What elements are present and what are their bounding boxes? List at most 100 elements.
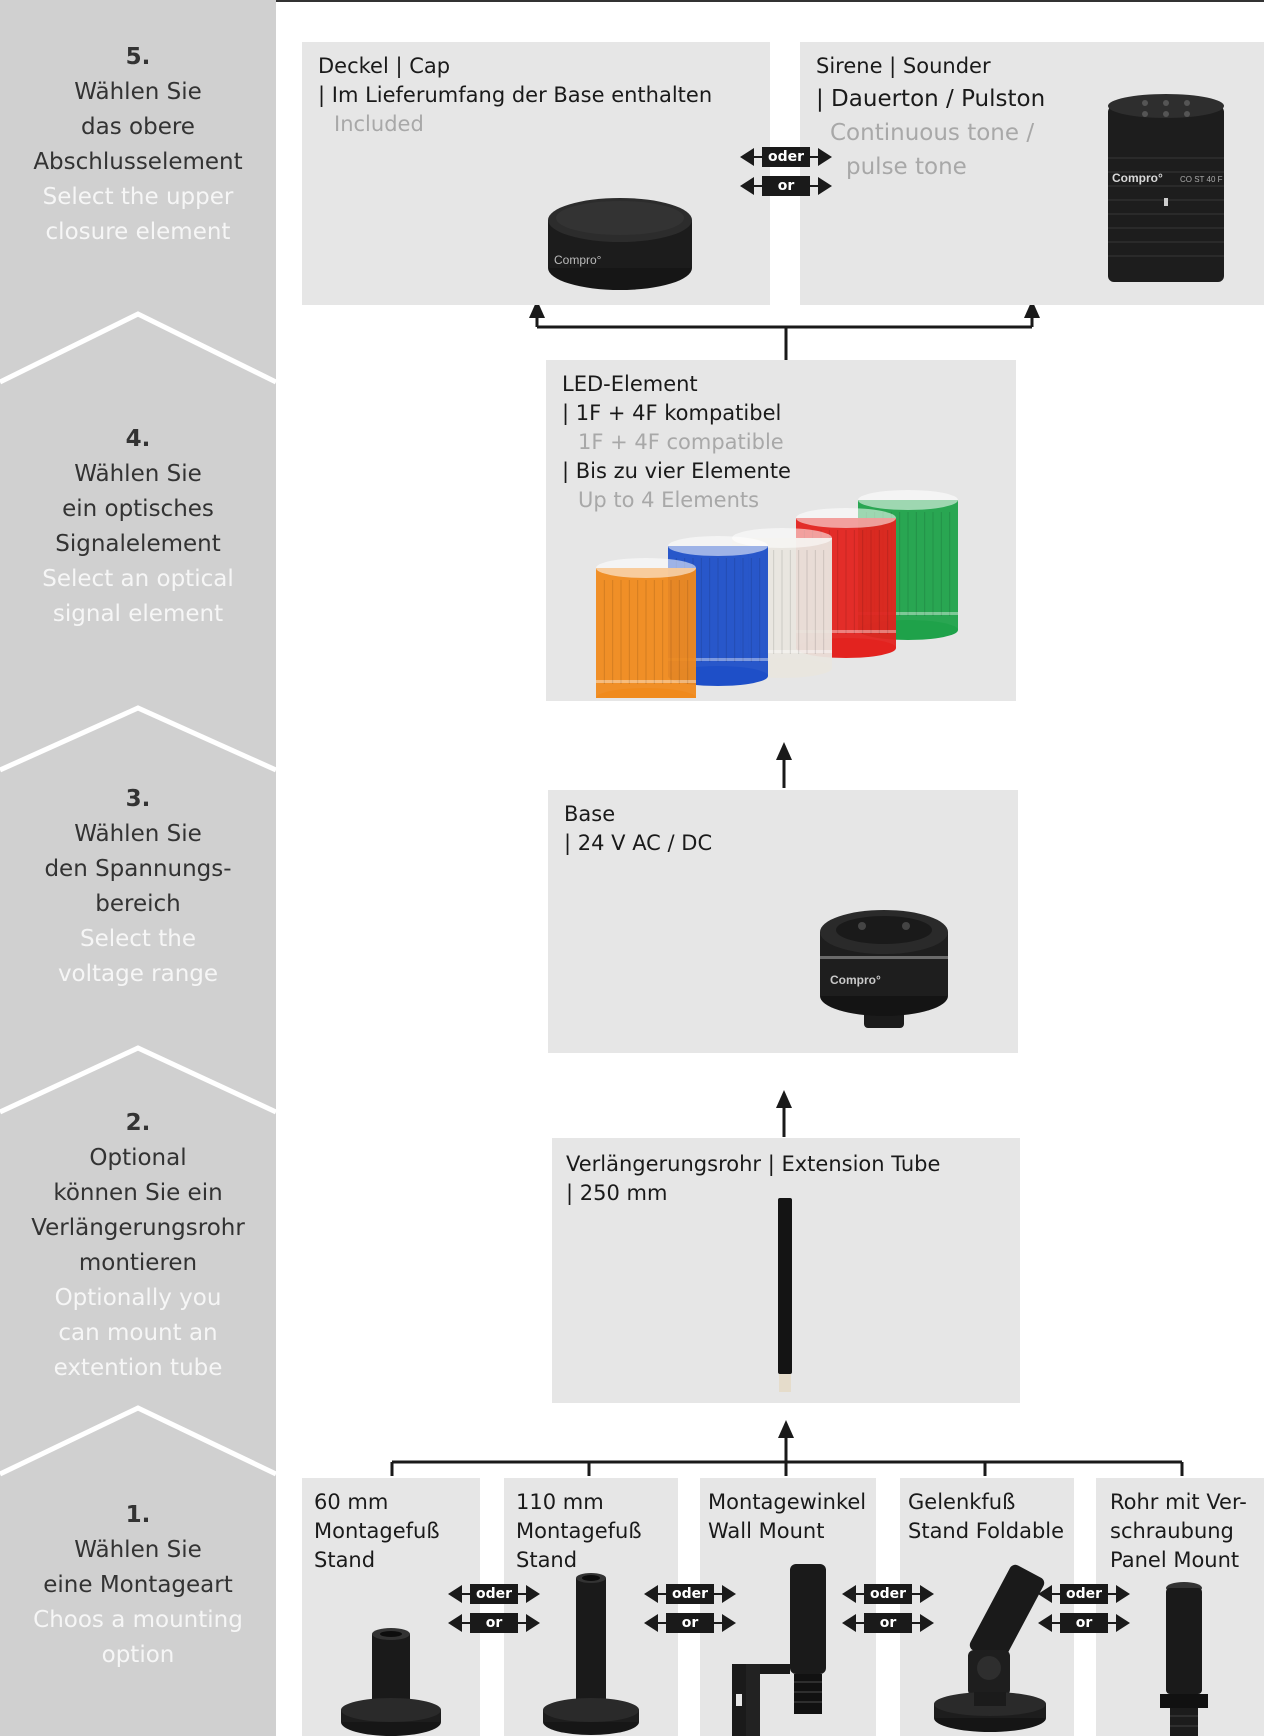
wall-mount-image [732,1564,826,1736]
led-elements-image [596,490,958,698]
mount-label: Montagefuß [314,1519,440,1543]
mount-label: 60 mm [314,1490,389,1514]
or-de-label: oder [666,1584,714,1604]
step-text-en: closure element [45,219,231,245]
or-en-label: or [666,1613,714,1633]
sounder-desc-en: Continuous tone / [830,120,1035,146]
step-text: Verlängerungsrohr [31,1215,245,1241]
step-text-en: option [101,1642,175,1668]
or-de-badge: oder [740,147,832,167]
tube-product-image [778,1198,792,1392]
foldable-stand-image [934,1564,1046,1732]
step-number: 3. [125,786,151,812]
or-en-badge: or [1038,1613,1130,1633]
chevron-dividers [0,311,276,1477]
step-text: Wählen Sie [74,79,202,105]
sounder-title: Sirene | Sounder [816,54,991,78]
tube-panel[interactable]: Verlängerungsrohr | Extension Tube | 250… [552,1138,1020,1403]
base-title: Base [564,802,616,826]
mount-panel-wall[interactable]: Montagewinkel Wall Mount [700,1478,876,1736]
step-text: Wählen Sie [74,821,202,847]
step-text: Optional [89,1145,187,1171]
step-text: können Sie ein [53,1180,223,1206]
mount-label: Stand [516,1548,578,1572]
or-de-badge: oder [644,1584,736,1604]
step-text-en: Select an optical [42,566,234,592]
step-1: 1. Wählen Sie eine Montageart Choos a mo… [0,1498,276,1673]
cap-brand-text: Compro° [554,253,602,267]
mount-label: 110 mm [516,1490,604,1514]
sounder-code-text: CO ST 40 F [1180,175,1223,184]
or-de-badge: oder [842,1584,934,1604]
step-text-en: Choos a mounting [33,1607,243,1633]
or-en-badge: or [448,1613,540,1633]
step-text-en: voltage range [57,961,219,987]
cap-desc: | Im Lieferumfang der Base enthalten [318,83,713,107]
or-de-label: oder [1060,1584,1108,1604]
tube-title: Verlängerungsrohr | Extension Tube [566,1152,941,1176]
step-number: 2. [125,1110,151,1136]
step-text-en: extention tube [53,1355,223,1381]
mount-label: Panel Mount [1110,1548,1240,1572]
step-text: montieren [78,1250,198,1276]
top-rule [0,0,1264,2]
mount-label: Stand Foldable [908,1519,1065,1543]
mount-label: Rohr mit Ver- [1110,1490,1247,1514]
step-number: 5. [125,44,151,70]
mount-label: schraubung [1110,1519,1234,1543]
sounder-panel[interactable]: Sirene | Sounder | Dauerton / Pulston Co… [800,42,1264,305]
step-text: Wählen Sie [74,461,202,487]
step-text: ein optisches [62,496,214,522]
led-desc: | 1F + 4F kompatibel [562,401,782,425]
or-de-badge: oder [1038,1584,1130,1604]
base-desc: | 24 V AC / DC [564,831,713,855]
base-panel[interactable]: Base | 24 V AC / DC Compro° [548,790,1018,1053]
led-title: LED-Element [562,372,698,396]
steps-sidebar: 5. Wählen Sie das obere Abschlusselement… [0,0,276,1736]
step-number: 1. [125,1502,151,1528]
mount-panel-110mm[interactable]: 110 mm Montagefuß Stand [504,1478,678,1736]
base-brand-text: Compro° [830,973,881,987]
step-3: 3. Wählen Sie den Spannungs- bereich Sel… [0,782,276,992]
mount-panel-60mm[interactable]: 60 mm Montagefuß Stand [302,1478,480,1736]
step-text: das obere [81,114,195,140]
led-panel[interactable]: LED-Element | 1F + 4F kompatibel 1F + 4F… [546,360,1016,701]
step-2: 2. Optional können Sie ein Verlängerungs… [0,1106,276,1386]
or-de-label: oder [864,1584,912,1604]
or-en-label: or [762,176,810,196]
step-text-en: signal element [52,601,224,627]
mount-label: Montagewinkel [708,1490,867,1514]
tube-desc: | 250 mm [566,1181,668,1205]
sounder-product-image: Compro° CO ST 40 F [1108,94,1224,282]
cap-desc-en: Included [334,112,424,136]
stand-60mm-image [341,1628,441,1736]
cap-product-image: Compro° [548,198,692,290]
sounder-brand-text: Compro° [1112,171,1163,185]
panel-mount-image [1160,1582,1208,1736]
sounder-desc-en: pulse tone [846,154,967,180]
stand-110mm-image [543,1573,639,1735]
step-text-en: Optionally you [54,1285,222,1311]
mount-label: Gelenkfuß [908,1490,1016,1514]
cap-panel[interactable]: Deckel | Cap | Im Lieferumfang der Base … [302,42,770,305]
cap-title: Deckel | Cap [318,54,451,78]
or-en-label: or [1060,1613,1108,1633]
mount-panel-panel[interactable]: Rohr mit Ver- schraubung Panel Mount [1096,1478,1264,1736]
mount-panel-foldable[interactable]: Gelenkfuß Stand Foldable [900,1478,1074,1736]
or-de-label: oder [762,147,810,167]
step-5: 5. Wählen Sie das obere Abschlusselement… [0,40,276,250]
step-text: Signalelement [55,531,221,557]
step-text: eine Montageart [43,1572,233,1598]
or-en-label: or [864,1613,912,1633]
mount-label: Wall Mount [708,1519,825,1543]
led-desc-en: 1F + 4F compatible [578,430,784,454]
step-4: 4. Wählen Sie ein optisches Signalelemen… [0,422,276,632]
step-text: Abschlusselement [33,149,243,175]
step-text: den Spannungs- [44,856,232,882]
step-text-en: Select the upper [42,184,234,210]
step-text: bereich [95,891,181,917]
mount-label: Montagefuß [516,1519,642,1543]
sounder-desc: | Dauerton / Pulston [816,86,1046,112]
base-product-image: Compro° [820,910,948,1028]
or-en-label: or [470,1613,518,1633]
